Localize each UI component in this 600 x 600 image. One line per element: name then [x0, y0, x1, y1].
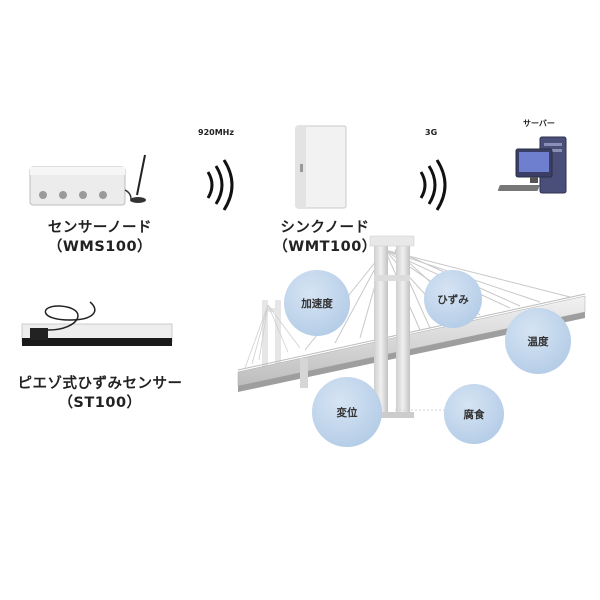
sink-node-name: シンクノード: [280, 220, 370, 236]
link-label-920mhz: 920MHz: [198, 128, 235, 137]
bridge-main-tower: [369, 235, 415, 418]
bubble-strain: ひずみ: [424, 270, 482, 328]
strain-sensor-name: ピエゾ式ひずみセンサー: [17, 376, 183, 392]
link-label-3g: 3G: [425, 128, 438, 137]
bubble-temperature: 温度: [505, 308, 571, 374]
bubble-displacement: 変位: [312, 377, 382, 447]
sink-node-model: （WMT100）: [273, 239, 377, 255]
sensor-node-device: [29, 154, 146, 206]
sensor-node-name: センサーノード: [47, 220, 153, 236]
sink-node-device: [295, 125, 347, 209]
strain-sensor-model: （ST100）: [58, 395, 142, 411]
strain-sensor-device: [21, 301, 173, 346]
bridge-far-cables: [244, 304, 301, 369]
server-name: サーバー: [523, 119, 555, 128]
sensor-node-model: （WMS100）: [47, 239, 153, 255]
bubble-acceleration: 加速度: [284, 270, 350, 336]
bridge-far-tower: [262, 300, 281, 370]
server-computer-icon: [497, 136, 567, 194]
wireless-signal-icon: [419, 159, 447, 211]
wireless-signal-icon: [206, 159, 234, 211]
bubble-corrosion: 腐食: [444, 384, 504, 444]
